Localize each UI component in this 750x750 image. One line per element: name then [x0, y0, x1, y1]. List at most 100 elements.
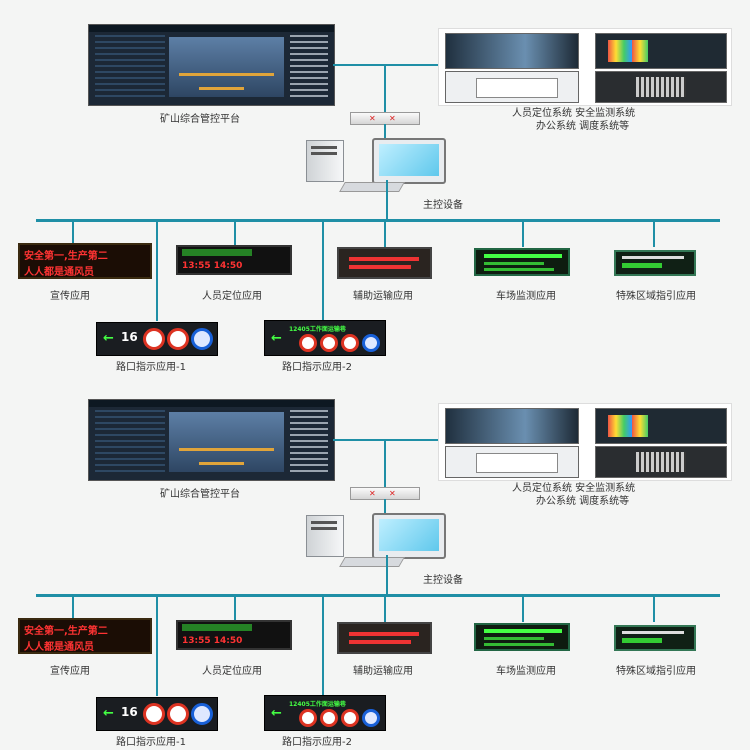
app-label-special: 特殊区域指引应用 — [616, 291, 696, 302]
office-system-thumb — [445, 446, 579, 478]
subsystem-screenshots — [438, 403, 732, 481]
app-label-cross2: 路口指示应用-2 — [282, 362, 352, 373]
platform-dashboard-screenshot — [88, 24, 335, 106]
app-label-special: 特殊区域指引应用 — [616, 666, 696, 677]
arrow-left-icon: ← — [271, 331, 282, 346]
publicity-led-screen: 安全第一,生产第二 人人都是通风员 — [18, 243, 152, 279]
app-label-publicity: 宣传应用 — [50, 291, 90, 302]
arrow-left-icon: ← — [271, 706, 282, 721]
subsystem-screenshots — [438, 28, 732, 106]
sign-text: 12405工作面运输巷 — [289, 701, 346, 708]
app-label-cross2: 路口指示应用-2 — [282, 737, 352, 748]
platform-label: 矿山综合管控平台 — [160, 489, 240, 500]
network-bus — [36, 594, 720, 597]
prohibition-icon — [299, 334, 317, 352]
direction-icon — [362, 709, 380, 727]
app-label-cross1: 路口指示应用-1 — [116, 362, 186, 373]
prohibition-icon — [320, 334, 338, 352]
app-label-personnel: 人员定位应用 — [202, 666, 262, 677]
app-label-transport: 辅助运输应用 — [353, 666, 413, 677]
special-area-led-screen — [614, 250, 696, 276]
bus-drop — [384, 594, 386, 622]
speed-limit-icon — [143, 703, 165, 725]
crossing-sign-1: ← 16 — [96, 697, 218, 731]
bus-drop — [234, 594, 236, 620]
bus-drop — [234, 219, 236, 245]
speed-limit-icon — [143, 328, 165, 350]
systems-label-line2: 办公系统 调度系统等 — [536, 121, 630, 132]
host-label: 主控设备 — [423, 200, 463, 211]
office-system-thumb — [445, 71, 579, 103]
arrow-left-icon: ← — [103, 331, 114, 346]
bus-drop — [653, 594, 655, 622]
direction-icon — [191, 703, 213, 725]
network-bus — [36, 219, 720, 222]
bus-drop — [72, 219, 74, 243]
prohibition-icon — [320, 709, 338, 727]
app-label-cross1: 路口指示应用-1 — [116, 737, 186, 748]
bus-drop — [72, 594, 74, 618]
crossing-sign-1: ← 16 — [96, 322, 218, 356]
bus-drop — [322, 219, 324, 321]
special-area-led-screen — [614, 625, 696, 651]
monitor-icon — [372, 138, 446, 184]
app-label-personnel: 人员定位应用 — [202, 291, 262, 302]
prohibition-icon — [167, 328, 189, 350]
parking-led-screen — [474, 248, 570, 276]
link-line — [384, 439, 386, 491]
dispatch-system-thumb — [595, 71, 727, 103]
personnel-led-screen: 13:55 14:50 — [176, 620, 292, 650]
location-system-thumb — [445, 408, 579, 444]
link-line — [384, 124, 386, 144]
link-line — [384, 499, 386, 519]
personnel-led-screen: 13:55 14:50 — [176, 245, 292, 275]
transport-led-screen — [337, 247, 432, 279]
bus-drop — [522, 594, 524, 622]
prohibition-icon — [299, 709, 317, 727]
computer-tower-icon — [306, 140, 344, 182]
app-label-parking: 车场监测应用 — [496, 666, 556, 677]
diagram-section: 矿山综合管控平台 人员定位系统 安全监测系统 办公系统 调度系统等 ✕✕ — [18, 24, 732, 373]
dispatch-system-thumb — [595, 446, 727, 478]
link-line — [386, 555, 388, 595]
platform-label: 矿山综合管控平台 — [160, 114, 240, 125]
location-system-thumb — [445, 33, 579, 69]
parking-led-screen — [474, 623, 570, 651]
monitor-icon — [372, 513, 446, 559]
keyboard-icon — [339, 182, 405, 192]
app-label-publicity: 宣传应用 — [50, 666, 90, 677]
monitoring-system-thumb — [595, 408, 727, 444]
systems-label-line1: 人员定位系统 安全监测系统 — [512, 483, 636, 494]
arrow-left-icon: ← — [103, 706, 114, 721]
crossing-sign-2: ← 12405工作面运输巷 — [264, 320, 386, 356]
direction-icon — [362, 334, 380, 352]
prohibition-icon — [341, 334, 359, 352]
app-label-transport: 辅助运输应用 — [353, 291, 413, 302]
prohibition-icon — [167, 703, 189, 725]
systems-label-line1: 人员定位系统 安全监测系统 — [512, 108, 636, 119]
sign-mark: 16 — [121, 705, 138, 719]
bus-drop — [322, 594, 324, 696]
link-line — [386, 180, 388, 220]
bus-drop — [156, 594, 158, 696]
systems-label-line2: 办公系统 调度系统等 — [536, 496, 630, 507]
bus-drop — [653, 219, 655, 247]
bus-drop — [522, 219, 524, 247]
sign-mark: 16 — [121, 330, 138, 344]
sign-text: 12405工作面运输巷 — [289, 326, 346, 333]
app-label-parking: 车场监测应用 — [496, 291, 556, 302]
bus-drop — [384, 219, 386, 247]
diagram-section: 矿山综合管控平台 人员定位系统 安全监测系统 办公系统 调度系统等 ✕✕ — [0, 375, 750, 750]
keyboard-icon — [339, 557, 405, 567]
link-line — [384, 64, 386, 116]
computer-tower-icon — [306, 515, 344, 557]
direction-icon — [191, 328, 213, 350]
publicity-led-screen: 安全第一,生产第二 人人都是通风员 — [18, 618, 152, 654]
prohibition-icon — [341, 709, 359, 727]
host-label: 主控设备 — [423, 575, 463, 586]
platform-dashboard-screenshot — [88, 399, 335, 481]
monitoring-system-thumb — [595, 33, 727, 69]
bus-drop — [156, 219, 158, 321]
transport-led-screen — [337, 622, 432, 654]
crossing-sign-2: ← 12405工作面运输巷 — [264, 695, 386, 731]
